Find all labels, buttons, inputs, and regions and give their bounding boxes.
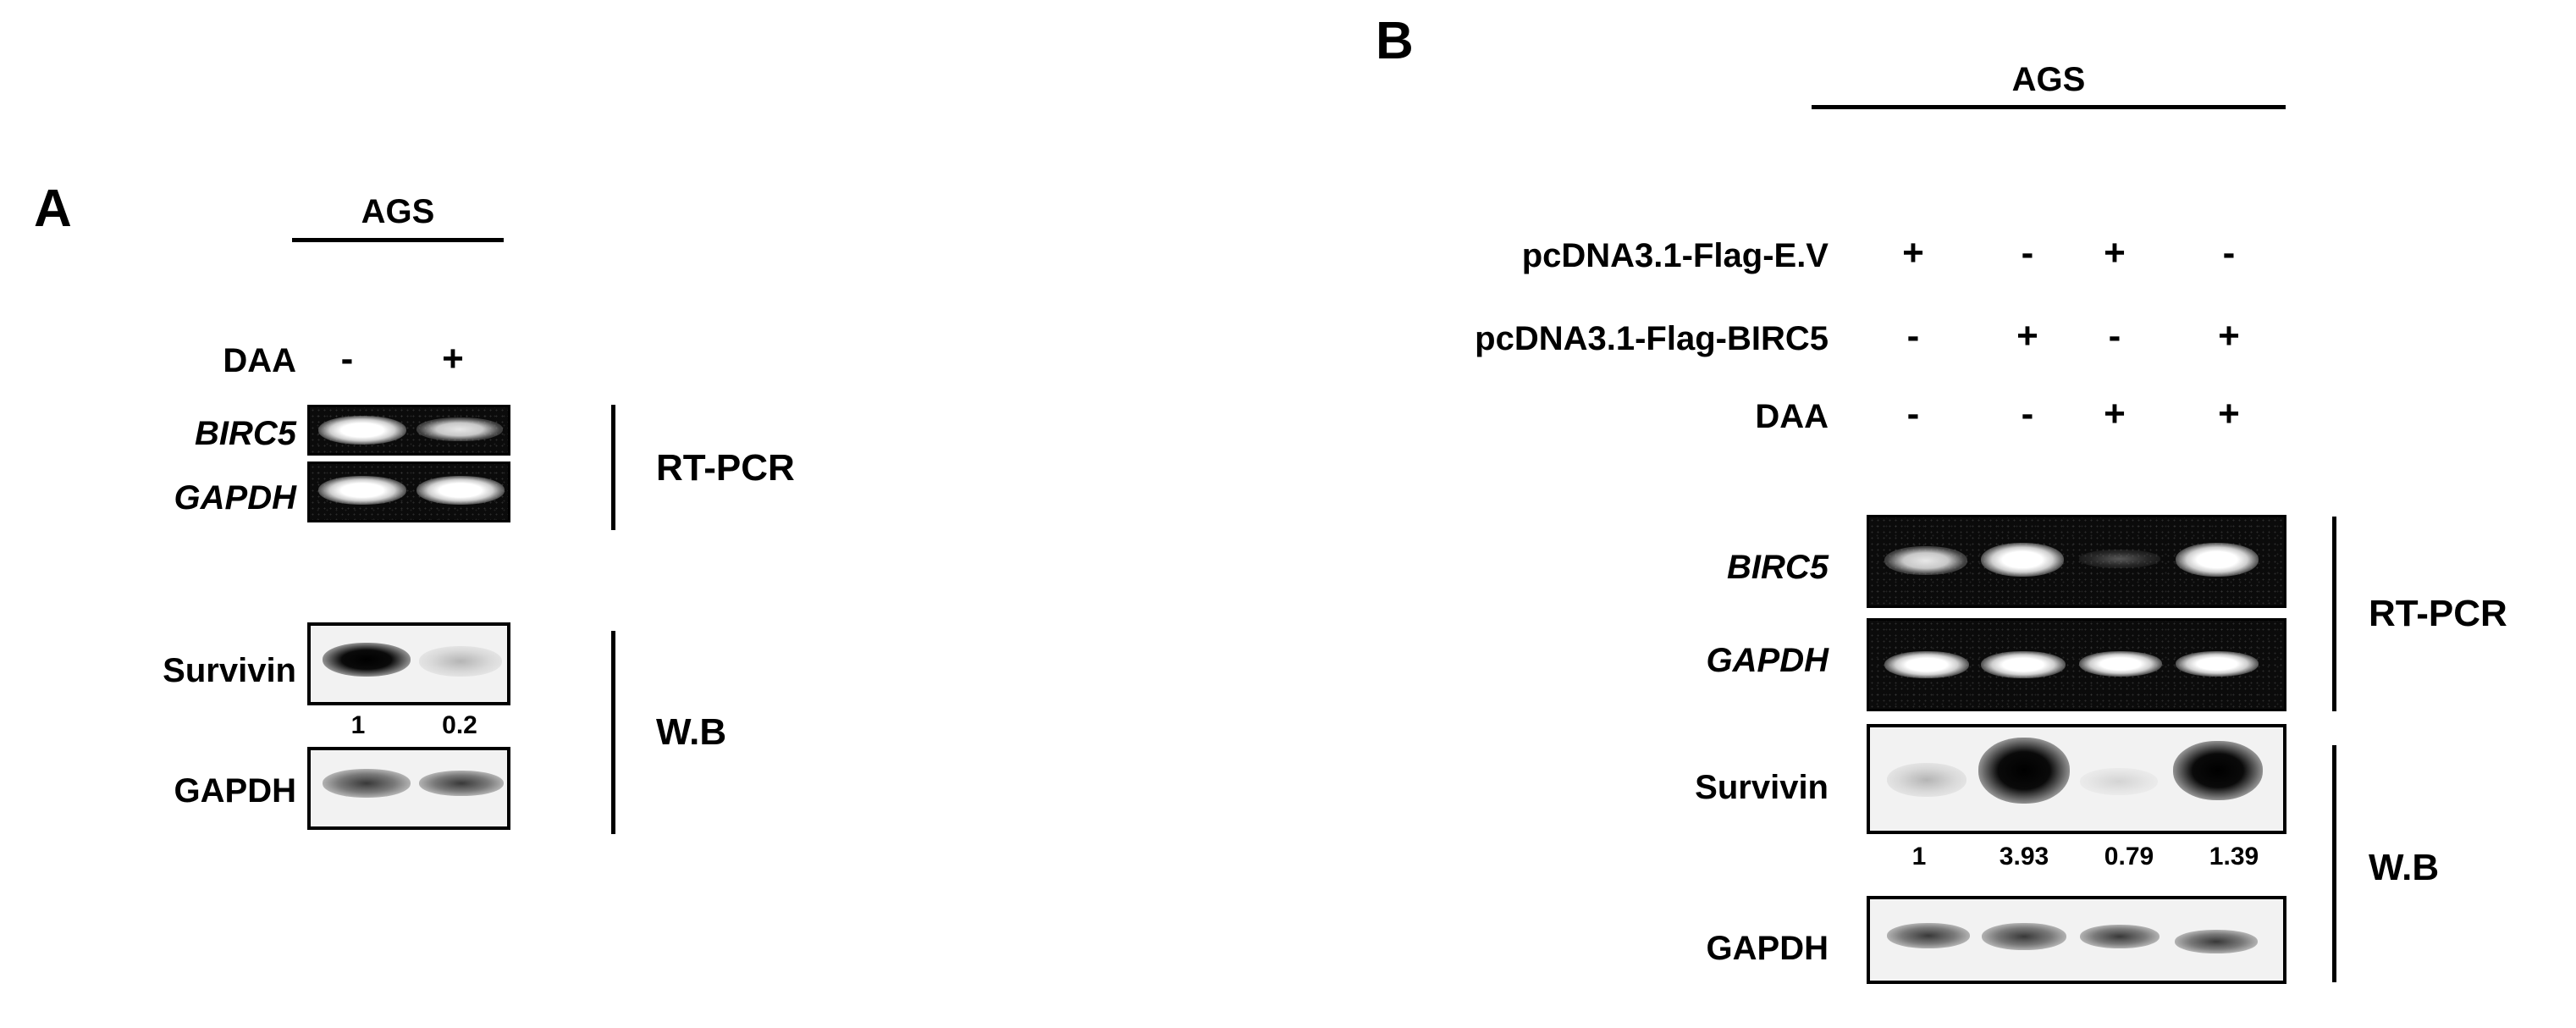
panel-b-letter: B xyxy=(1376,12,1414,70)
panel-a-bracket-rtpcr xyxy=(611,405,615,530)
panel-a-assay-label-wb: W.B xyxy=(656,711,727,753)
panel-b-ev-lane-4: - xyxy=(2222,232,2236,274)
panel-b-ev-lane-1: + xyxy=(1902,232,1924,274)
panel-b-daa-lane-2: - xyxy=(2021,393,2034,434)
panel-a-gel-survivin xyxy=(307,622,510,705)
panel-a-assay-label-rtpcr: RT-PCR xyxy=(656,447,795,489)
panel-b-blot-label-gapdh-rtpcr: GAPDH xyxy=(1706,642,1829,679)
band xyxy=(2175,930,2258,953)
panel-a-quant-lane-1: 1 xyxy=(350,711,366,739)
panel-b-blot-label-gapdh-wb: GAPDH xyxy=(1706,930,1829,967)
panel-a-gel-gapdh-wb xyxy=(307,747,510,830)
panel-b-quant-lane-4: 1.39 xyxy=(2209,843,2259,870)
panel-a-blot-label-survivin: Survivin xyxy=(163,652,296,689)
panel-b-birc5-lane-1: - xyxy=(1906,315,1920,356)
panel-b-birc5-lane-4: + xyxy=(2218,315,2240,356)
band xyxy=(318,416,406,445)
band xyxy=(1982,923,2066,950)
band xyxy=(1981,651,2066,678)
band xyxy=(2176,651,2259,677)
panel-b-blot-label-survivin: Survivin xyxy=(1695,769,1829,806)
panel-a-gel-birc5 xyxy=(307,405,510,456)
band xyxy=(1887,763,1966,797)
panel-b-gel-survivin xyxy=(1867,724,2286,834)
panel-b-blot-label-birc5: BIRC5 xyxy=(1726,549,1829,586)
panel-b-quant-lane-3: 0.79 xyxy=(2104,843,2154,870)
panel-a-quant-lane-2: 0.2 xyxy=(442,711,477,739)
panel-b-gel-birc5 xyxy=(1867,515,2286,608)
panel-b-daa-lane-3: + xyxy=(2104,393,2126,434)
panel-a-bracket-wb xyxy=(611,631,615,834)
panel-b-daa-lane-1: - xyxy=(1906,393,1920,434)
band xyxy=(419,646,502,677)
panel-a-cell-line-header: AGS xyxy=(361,193,435,230)
panel-a-blot-label-gapdh-wb: GAPDH xyxy=(174,772,296,810)
panel-b-cell-line-rule xyxy=(1812,105,2286,109)
band xyxy=(416,417,503,441)
panel-b-cell-line-header: AGS xyxy=(2011,61,2086,98)
band xyxy=(323,769,411,798)
panel-b-birc5-lane-2: + xyxy=(2016,315,2038,356)
band xyxy=(1981,543,2064,577)
panel-b-daa-lane-4: + xyxy=(2218,393,2240,434)
panel-a-letter: A xyxy=(34,180,72,238)
panel-a-condition-label-daa: DAA xyxy=(223,342,296,379)
panel-b-ev-lane-3: + xyxy=(2104,232,2126,274)
panel-a-daa-lane-2: + xyxy=(442,338,464,379)
panel-a-blot-label-birc5: BIRC5 xyxy=(194,415,296,452)
band xyxy=(2080,925,2160,948)
band xyxy=(1978,738,2070,804)
band xyxy=(2079,550,2160,568)
band xyxy=(419,771,504,796)
panel-b-ev-lane-2: - xyxy=(2021,232,2034,274)
band xyxy=(318,476,406,505)
panel-b-bracket-wb xyxy=(2332,745,2336,982)
panel-b-bracket-rtpcr xyxy=(2332,517,2336,711)
panel-a-blot-label-gapdh-rtpcr: GAPDH xyxy=(174,479,296,517)
panel-b-assay-label-rtpcr: RT-PCR xyxy=(2369,593,2507,634)
band xyxy=(1884,651,1969,678)
panel-b-quant-lane-2: 3.93 xyxy=(1999,843,2049,870)
panel-b-condition-label-daa: DAA xyxy=(1755,398,1829,435)
panel-b-condition-label-ev: pcDNA3.1-Flag-E.V xyxy=(1521,237,1829,274)
panel-b-assay-label-wb: W.B xyxy=(2369,847,2440,888)
band xyxy=(1884,546,1967,575)
panel-b-condition-label-birc5: pcDNA3.1-Flag-BIRC5 xyxy=(1475,320,1829,357)
band xyxy=(2080,768,2158,795)
band xyxy=(416,476,505,505)
panel-b-birc5-lane-3: - xyxy=(2108,315,2121,356)
band xyxy=(323,643,411,677)
panel-a-daa-lane-1: - xyxy=(340,338,354,379)
band xyxy=(1887,923,1970,948)
band xyxy=(2079,651,2162,677)
panel-a-gel-gapdh-rtpcr xyxy=(307,461,510,522)
panel-b-quant-lane-1: 1 xyxy=(1911,843,1927,870)
panel-a-cell-line-rule xyxy=(292,238,504,242)
panel-b-gel-gapdh-wb xyxy=(1867,896,2286,984)
band xyxy=(2173,741,2263,800)
band xyxy=(2176,543,2259,577)
panel-b-gel-gapdh-rtpcr xyxy=(1867,618,2286,711)
